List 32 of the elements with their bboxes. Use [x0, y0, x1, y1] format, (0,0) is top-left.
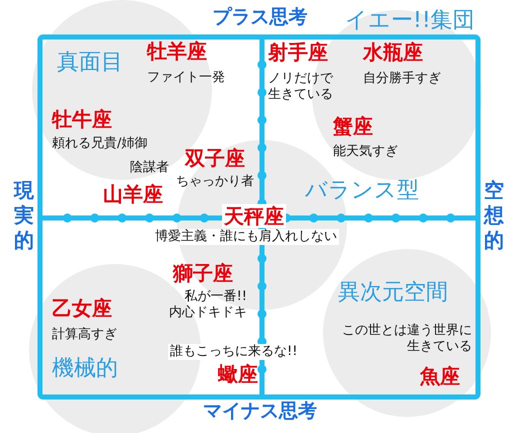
- zodiac-sign-name: 水瓶座: [363, 40, 423, 64]
- group-label: イエー!!集団: [345, 8, 475, 34]
- zodiac-sign-name: 獅子座: [173, 261, 233, 285]
- group-label: 異次元空間: [338, 280, 448, 306]
- zodiac-sign-name: 魚座: [420, 364, 460, 388]
- zodiac-sign-name: 蠍座: [218, 362, 258, 386]
- zodiac-sign-name: 天秤座: [222, 204, 286, 228]
- sign-description: 能天気すぎ: [333, 144, 398, 160]
- sign-description: 陰謀者: [130, 160, 169, 176]
- zodiac-sign-name: 牡牛座: [52, 107, 112, 131]
- zodiac-sign-name: 蟹座: [333, 114, 373, 138]
- group-label: 機械的: [52, 356, 118, 382]
- sign-description: ちゃっかり者: [176, 174, 254, 190]
- sign-description: 私が一番!!内心ドキドキ: [169, 289, 247, 320]
- zodiac-sign-name: 双子座: [185, 146, 245, 170]
- sign-description: 博愛主義・誰にも肩入れしない: [153, 229, 339, 245]
- sign-description: ファイト一発: [147, 70, 225, 86]
- axis-label: プラス思考: [212, 6, 308, 29]
- zodiac-sign-name: 乙女座: [52, 296, 112, 320]
- sign-description: 頼れる兄貴/姉御: [52, 136, 148, 152]
- sign-description: ノリだけで生きている: [268, 71, 333, 102]
- axis-label: 空想的: [484, 178, 504, 253]
- axis-label: マイナス思考: [203, 400, 317, 423]
- sign-description: 自分勝手すぎ: [363, 71, 441, 87]
- axis-label: 現実的: [14, 178, 34, 253]
- group-label: 真面目: [57, 50, 123, 76]
- zodiac-sign-name: 山羊座: [103, 182, 163, 206]
- sign-description: 計算高すぎ: [52, 327, 117, 343]
- sign-description: この世とは違う世界に生きている: [342, 323, 472, 354]
- group-label: バランス型: [305, 178, 419, 204]
- zodiac-sign-name: 牡羊座: [147, 39, 207, 63]
- zodiac-sign-name: 射手座: [268, 40, 328, 64]
